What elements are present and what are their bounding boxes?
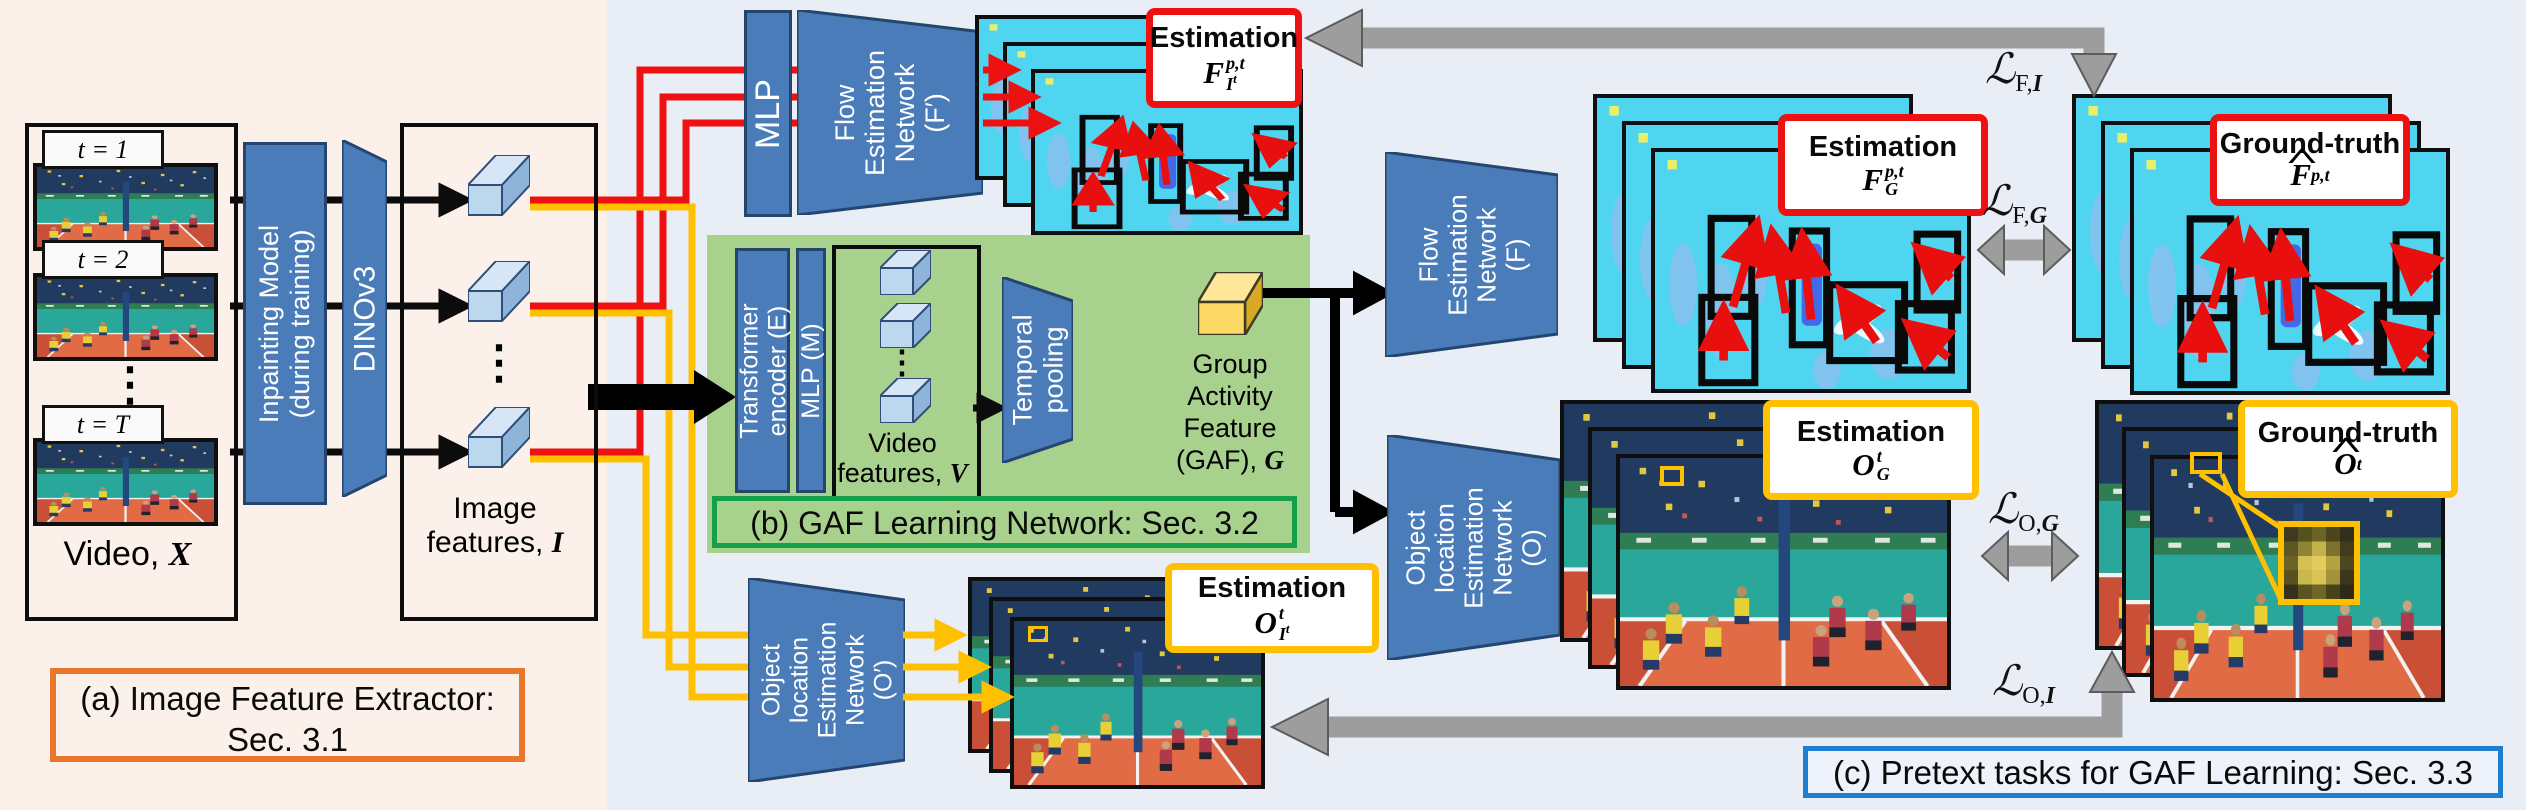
video-feature-cuboid-2: [880, 303, 931, 348]
video-box: [25, 123, 238, 621]
image-feature-cuboid-1: [468, 155, 530, 216]
video-frame-t1: [33, 163, 218, 251]
image-features-caption-line1: Image: [453, 492, 537, 525]
frame-label-tT: t = T: [42, 405, 164, 444]
gaf-cuboid: [1198, 272, 1263, 335]
loss-label-o-g: ℒO,G: [1988, 487, 2059, 537]
caption-c: (c) Pretext tasks for GAF Learning: Sec.…: [1803, 746, 2503, 798]
caption-a: (a) Image Feature Extractor:Sec. 3.1: [50, 668, 525, 762]
video-dots: ⋮: [107, 358, 153, 410]
groundtruth-object-patch: [2278, 521, 2360, 605]
video-frame-tT: [33, 438, 218, 526]
object-marker: [2190, 452, 2222, 474]
video-features-caption-line1: Video: [868, 428, 937, 458]
object-marker: [1028, 626, 1048, 642]
video-features-dots: ⋮: [886, 344, 918, 380]
object-marker: [1660, 466, 1684, 486]
mlp-m-box: MLP (M): [796, 248, 826, 493]
loss-label-f-g: ℒF,G: [1982, 179, 2048, 229]
image-feature-cuboid-2: [468, 261, 530, 322]
image-feature-cuboid-3: [468, 407, 530, 468]
video-feature-cuboid-3: [880, 378, 931, 423]
video-frame-t2: [33, 273, 218, 361]
image-features-dots: ⋮: [476, 336, 522, 388]
mlp-top-box: MLP: [744, 10, 792, 217]
caption-b: (b) GAF Learning Network: Sec. 3.2: [712, 496, 1297, 548]
dinov3-label: DINOv3: [347, 265, 381, 372]
inpainting-model-box: Inpainting Model (during training): [243, 142, 327, 505]
mlp-top-label: MLP: [748, 78, 787, 149]
image-features-caption-line2: features, I: [426, 526, 564, 559]
frame-label-t2: t = 2: [42, 240, 164, 279]
video-features-caption-line2: features, V: [837, 458, 968, 488]
frame-label-t1: t = 1: [42, 130, 164, 169]
dinov3-shape: DINOv3: [340, 137, 389, 500]
video-feature-cuboid-1: [880, 250, 931, 295]
loss-label-f-i: ℒF,I: [1985, 47, 2043, 97]
loss-label-o-i: ℒO,I: [1992, 659, 2055, 709]
video-caption: Video, X: [63, 535, 192, 573]
